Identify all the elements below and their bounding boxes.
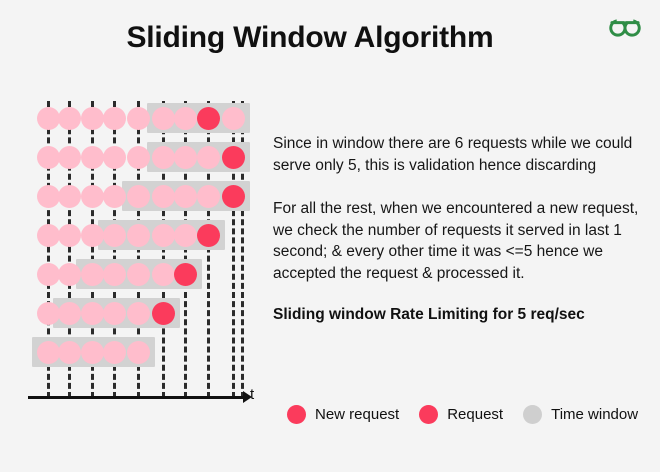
request-dot-r3-c8	[196, 184, 220, 208]
request-dot-r3-c4	[102, 184, 126, 208]
legend-label-1: New request	[315, 406, 400, 423]
explanation-paragraph-2: For all the rest, when we encountered a …	[273, 200, 639, 282]
request-dot-r7-c2	[57, 340, 81, 364]
tick-line-2	[68, 101, 71, 398]
request-dot-r5-c5	[126, 262, 150, 286]
request-dot-r5-c3	[80, 262, 104, 286]
request-dot-r5-c4	[102, 262, 126, 286]
request-dot-r7-c4	[102, 340, 126, 364]
request-dot-r3-c2	[57, 184, 81, 208]
request-dot-r2-c5	[126, 145, 150, 169]
request-dot-r2-c6	[151, 145, 175, 169]
request-dot-r1-c9	[221, 106, 245, 130]
explanation-caption: Sliding window Rate Limiting for 5 req/s…	[273, 306, 585, 323]
request-dot-r5-c1	[36, 262, 60, 286]
request-dot-r4-c6	[151, 223, 175, 247]
legend-swatch-icon-3	[523, 405, 543, 424]
sliding-window-diagram: t	[0, 0, 270, 420]
request-dot-r6-c5	[126, 301, 150, 325]
request-dot-r2-c7	[173, 145, 197, 169]
request-dot-r2-c1	[36, 145, 60, 169]
request-dot-r3-c5	[126, 184, 150, 208]
tick-line-1	[47, 101, 50, 398]
request-dot-r4-c3	[80, 223, 104, 247]
request-dot-r1-c3	[80, 106, 104, 130]
request-dot-r5-c2	[57, 262, 81, 286]
request-dot-r1-c6	[151, 106, 175, 130]
legend-swatch-icon-1	[287, 405, 306, 424]
legend-label-2: Request	[447, 406, 504, 423]
time-axis-line	[28, 396, 246, 399]
request-dot-r1-c4	[102, 106, 126, 130]
request-dot-r2-c8	[196, 145, 220, 169]
request-dot-r7-c3	[80, 340, 104, 364]
new-request-dot-r5-c7	[173, 262, 197, 286]
request-dot-r7-c5	[126, 340, 150, 364]
legend-label-3: Time window	[551, 406, 639, 423]
request-dot-r6-c3	[80, 301, 104, 325]
new-request-dot-r4-c8	[196, 223, 220, 247]
page-title: Sliding Window Algorithm	[126, 21, 494, 54]
legend-item-1: New request	[287, 405, 399, 424]
request-dot-r3-c3	[80, 184, 104, 208]
new-request-dot-r1-c8	[196, 106, 220, 130]
request-dot-r4-c2	[57, 223, 81, 247]
geeksforgeeks-logo	[606, 14, 644, 42]
request-dot-r3-c7	[173, 184, 197, 208]
time-axis-arrow	[243, 391, 252, 403]
new-request-dot-r6-c6	[151, 301, 175, 325]
request-dot-r1-c7	[173, 106, 197, 130]
request-dot-r4-c4	[102, 223, 126, 247]
request-dot-r2-c3	[80, 145, 104, 169]
legend-item-3: Time window	[523, 405, 638, 424]
tick-line-3	[91, 101, 94, 398]
new-request-dot-r2-c9	[221, 145, 245, 169]
request-dot-r4-c1	[36, 223, 60, 247]
request-dot-r3-c6	[151, 184, 175, 208]
new-request-dot-r3-c9	[221, 184, 245, 208]
request-dot-r5-c6	[151, 262, 175, 286]
request-dot-r4-c5	[126, 223, 150, 247]
request-dot-r1-c1	[36, 106, 60, 130]
request-dot-r3-c1	[36, 184, 60, 208]
request-dot-r7-c1	[36, 340, 60, 364]
time-axis-label: t	[250, 386, 255, 403]
legend: New request Request Time window	[287, 405, 658, 424]
request-dot-r6-c2	[57, 301, 81, 325]
request-dot-r6-c1	[36, 301, 60, 325]
request-dot-r2-c2	[57, 145, 81, 169]
request-dot-r2-c4	[102, 145, 126, 169]
tick-line-9	[232, 101, 235, 398]
request-dot-r6-c4	[102, 301, 126, 325]
request-dot-r4-c7	[173, 223, 197, 247]
request-dot-r1-c5	[126, 106, 150, 130]
legend-item-2: Request	[419, 405, 503, 424]
tick-line-10	[241, 101, 244, 398]
explanation-paragraph-1: Since in window there are 6 requests whi…	[273, 135, 633, 174]
legend-swatch-icon-2	[419, 405, 439, 424]
request-dot-r1-c2	[57, 106, 81, 130]
explanation-panel: Since in window there are 6 requests whi…	[273, 133, 651, 324]
